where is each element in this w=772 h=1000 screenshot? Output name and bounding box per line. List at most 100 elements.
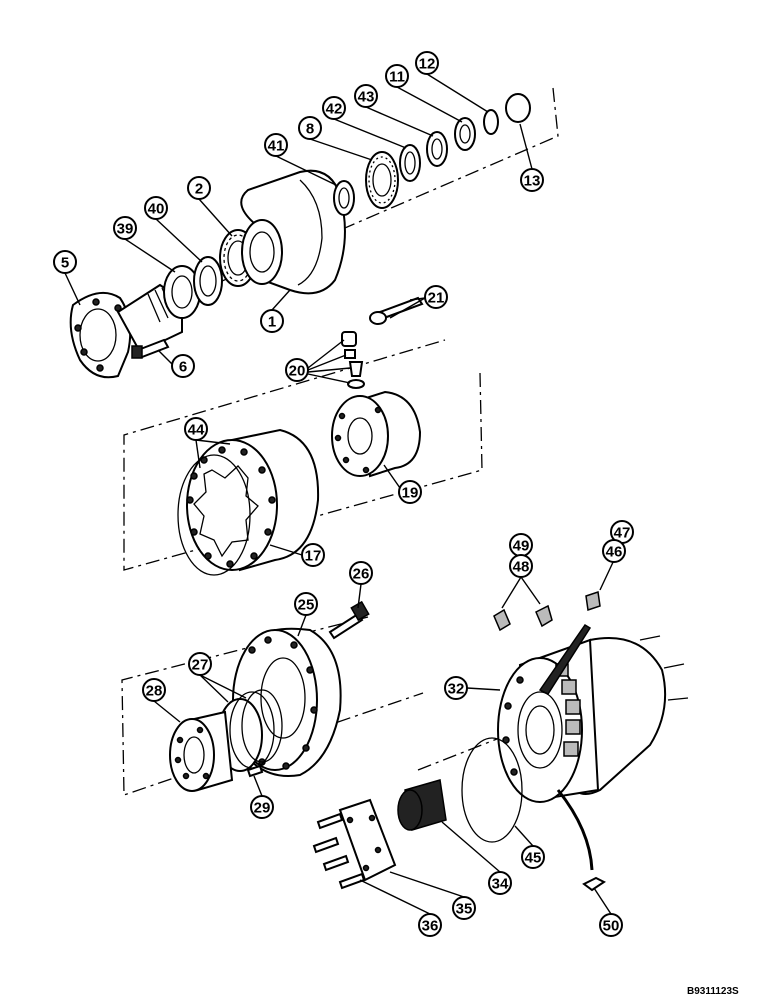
washer-part-41 bbox=[333, 180, 355, 216]
callout-12: 12 bbox=[415, 51, 439, 75]
pin-part-29 bbox=[246, 764, 264, 778]
callout-number: 21 bbox=[428, 290, 445, 307]
housing-part-1 bbox=[240, 169, 346, 295]
cover-plate-part-35 bbox=[338, 798, 397, 882]
callout-6: 6 bbox=[171, 354, 195, 378]
callout-5: 5 bbox=[53, 250, 77, 274]
callout-28: 28 bbox=[142, 678, 166, 702]
callout-number: 50 bbox=[603, 918, 620, 935]
callout-circle bbox=[285, 358, 309, 382]
callout-32: 32 bbox=[444, 676, 468, 700]
callout-number: 8 bbox=[306, 121, 314, 138]
callout-13: 13 bbox=[520, 168, 544, 192]
bolts-part-36 bbox=[312, 812, 366, 890]
callout-8: 8 bbox=[298, 116, 322, 140]
callout-circle bbox=[298, 116, 322, 140]
seal-part-40 bbox=[193, 256, 223, 306]
callout-44: 44 bbox=[184, 417, 208, 441]
callout-circle bbox=[171, 354, 195, 378]
callout-circle bbox=[521, 845, 545, 869]
callout-circle bbox=[488, 871, 512, 895]
callout-number: 29 bbox=[254, 800, 271, 817]
callout-48: 48 bbox=[509, 554, 533, 578]
callout-36: 36 bbox=[418, 913, 442, 937]
ring-part-42 bbox=[399, 144, 421, 182]
motor-assembly-part-32 bbox=[497, 623, 689, 871]
callout-number: 48 bbox=[513, 559, 530, 576]
clip-part-50 bbox=[582, 876, 606, 892]
callout-circle bbox=[142, 678, 166, 702]
callout-circle bbox=[188, 652, 212, 676]
callout-circle bbox=[452, 896, 476, 920]
callout-number: 27 bbox=[192, 657, 209, 674]
callout-39: 39 bbox=[113, 216, 137, 240]
callout-35: 35 bbox=[452, 896, 476, 920]
pin-part-21 bbox=[369, 296, 424, 325]
callout-1: 1 bbox=[260, 309, 284, 333]
callout-number: 44 bbox=[188, 422, 205, 439]
callout-number: 32 bbox=[448, 681, 465, 698]
callout-47: 47 bbox=[610, 520, 634, 544]
callout-2: 2 bbox=[187, 176, 211, 200]
callout-circle bbox=[187, 176, 211, 200]
snap-ring-part-12 bbox=[483, 109, 499, 135]
callout-19: 19 bbox=[398, 480, 422, 504]
callout-number: 13 bbox=[524, 173, 541, 190]
valve-parts-20 bbox=[341, 331, 365, 389]
callout-25: 25 bbox=[294, 592, 318, 616]
filter-part-34 bbox=[397, 779, 447, 831]
callout-46: 46 bbox=[602, 539, 626, 563]
callout-number: 1 bbox=[268, 314, 276, 331]
callout-number: 39 bbox=[117, 221, 134, 238]
callout-number: 19 bbox=[402, 485, 419, 502]
callout-number: 6 bbox=[179, 359, 187, 376]
callout-circle bbox=[144, 196, 168, 220]
nut-part-11 bbox=[454, 117, 476, 151]
callout-number: 46 bbox=[606, 544, 623, 561]
o-ring-part-45 bbox=[461, 737, 523, 843]
callout-number: 36 bbox=[422, 918, 439, 935]
rotor-part-19 bbox=[331, 390, 422, 478]
callout-number: 12 bbox=[419, 56, 436, 73]
callout-layer: 12 11 43 42 8 41 13 2 40 39 5 21 1 6 20 44 19 17 47 49 46 48 2… bbox=[53, 51, 634, 937]
callout-number: 25 bbox=[298, 597, 315, 614]
callout-21: 21 bbox=[424, 285, 448, 309]
bearing-part-8 bbox=[365, 151, 399, 209]
callout-circle bbox=[301, 543, 325, 567]
callout-circle bbox=[250, 795, 274, 819]
callout-circle bbox=[385, 64, 409, 88]
callout-49: 49 bbox=[509, 533, 533, 557]
callout-29: 29 bbox=[250, 795, 274, 819]
bolt-part-6 bbox=[131, 338, 170, 359]
callout-number: 20 bbox=[289, 363, 306, 380]
callout-number: 17 bbox=[305, 548, 322, 565]
callout-number: 40 bbox=[148, 201, 165, 218]
callout-number: 11 bbox=[389, 69, 405, 86]
callout-27: 27 bbox=[188, 652, 212, 676]
callout-number: 47 bbox=[614, 525, 631, 542]
callout-circle bbox=[322, 96, 346, 120]
callout-41: 41 bbox=[264, 133, 288, 157]
figure-code: B9311123S bbox=[687, 986, 739, 997]
callout-circle bbox=[264, 133, 288, 157]
callout-number: 26 bbox=[353, 566, 370, 583]
callout-circle bbox=[184, 417, 208, 441]
seal-part-44 bbox=[177, 454, 251, 576]
callout-circle bbox=[444, 676, 468, 700]
callout-20: 20 bbox=[285, 358, 309, 382]
callout-40: 40 bbox=[144, 196, 168, 220]
callout-circle bbox=[415, 51, 439, 75]
callout-circle bbox=[520, 168, 544, 192]
callout-number: 43 bbox=[358, 89, 375, 106]
callout-circle bbox=[418, 913, 442, 937]
callout-circle bbox=[260, 309, 284, 333]
callout-circle bbox=[53, 250, 77, 274]
callout-number: 34 bbox=[492, 876, 509, 893]
callout-26: 26 bbox=[349, 561, 373, 585]
callout-circle bbox=[424, 285, 448, 309]
ring-part-43 bbox=[426, 131, 448, 167]
cam-ring-part-17 bbox=[186, 428, 320, 572]
callout-number: 41 bbox=[268, 138, 285, 155]
callout-number: 42 bbox=[326, 101, 343, 118]
